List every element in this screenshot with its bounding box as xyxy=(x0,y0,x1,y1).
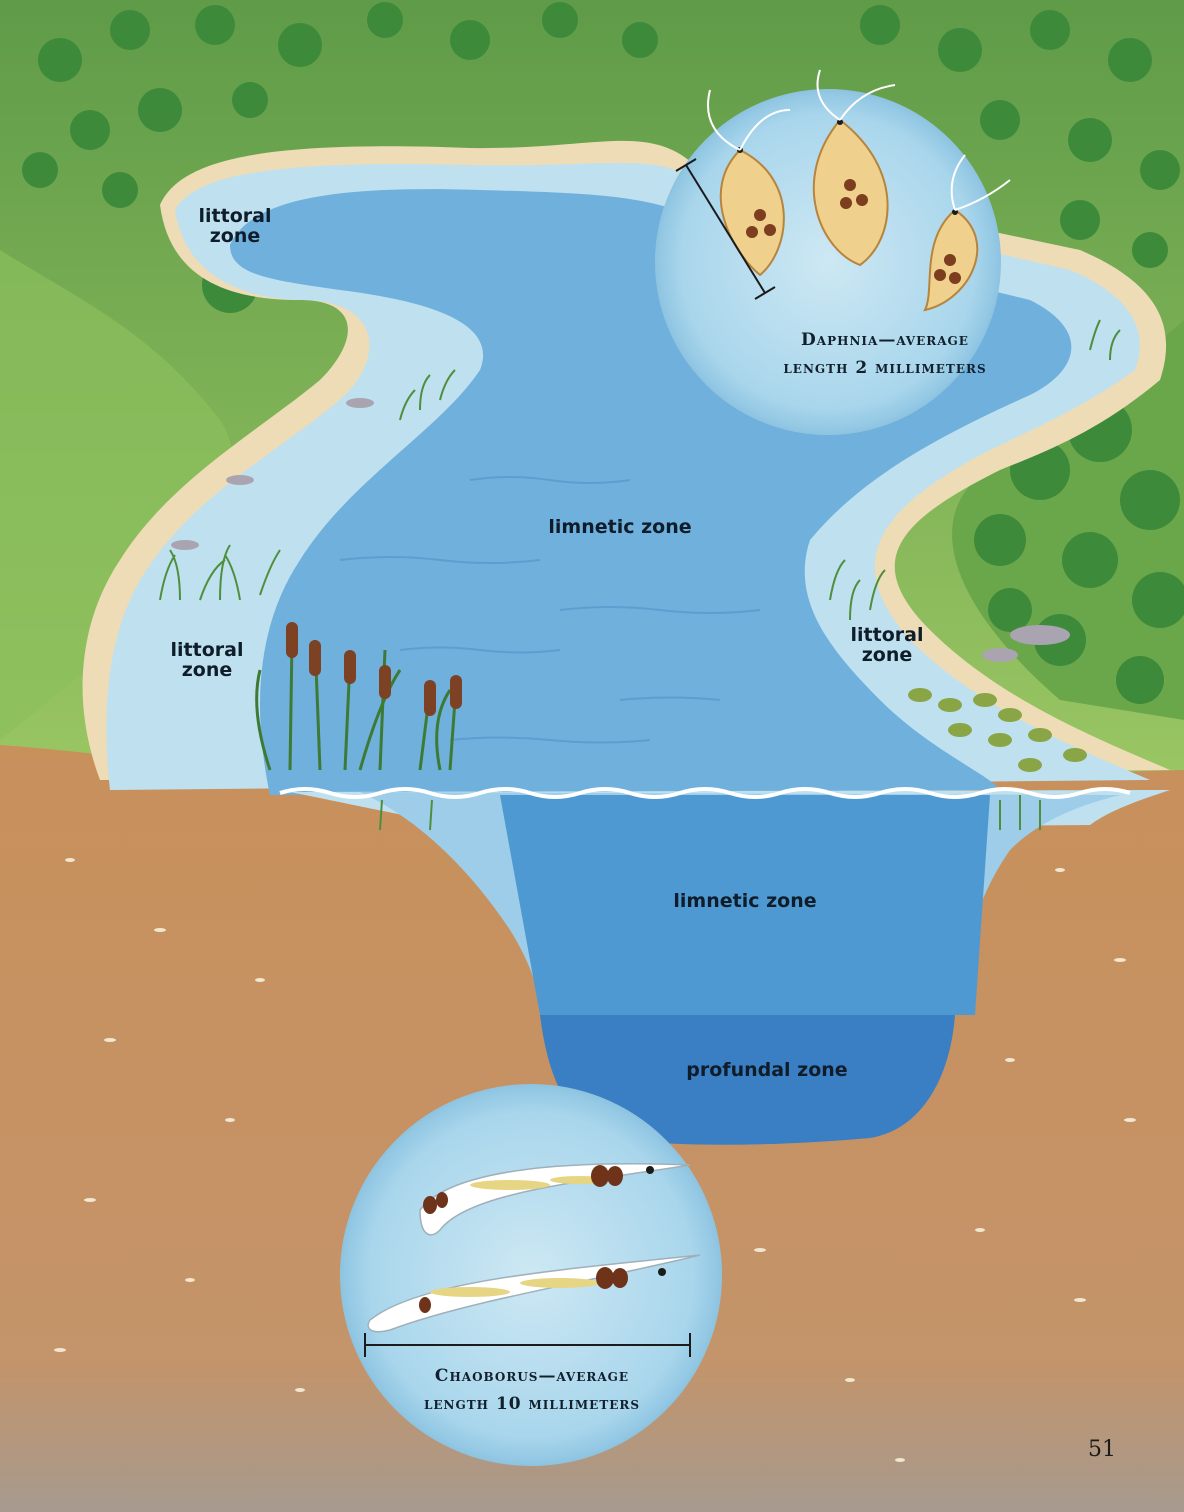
caption-line: Chaoborus—average xyxy=(372,1362,692,1390)
littoral-zone-label-right: littoral zone xyxy=(837,625,937,665)
label-line: zone xyxy=(157,660,257,680)
limnetic-zone-label-cross-section: limnetic zone xyxy=(645,891,845,911)
littoral-zone-label-top-left: littoral zone xyxy=(185,206,285,246)
page-number: 51 xyxy=(1088,1437,1116,1462)
daphnia-caption: Daphnia—average length 2 millimeters xyxy=(735,326,1035,382)
limnetic-zone-label-surface: limnetic zone xyxy=(520,517,720,537)
label-line: littoral xyxy=(185,206,285,226)
caption-line: Daphnia—average xyxy=(735,326,1035,354)
caption-line: length 10 millimeters xyxy=(372,1390,692,1418)
label-line: zone xyxy=(837,645,937,665)
label-line: zone xyxy=(185,226,285,246)
chaoborus-caption: Chaoborus—average length 10 millimeters xyxy=(372,1362,692,1418)
profundal-zone-label: profundal zone xyxy=(652,1060,882,1080)
label-line: littoral xyxy=(837,625,937,645)
littoral-zone-label-left: littoral zone xyxy=(157,640,257,680)
label-line: littoral xyxy=(157,640,257,660)
caption-line: length 2 millimeters xyxy=(735,354,1035,382)
